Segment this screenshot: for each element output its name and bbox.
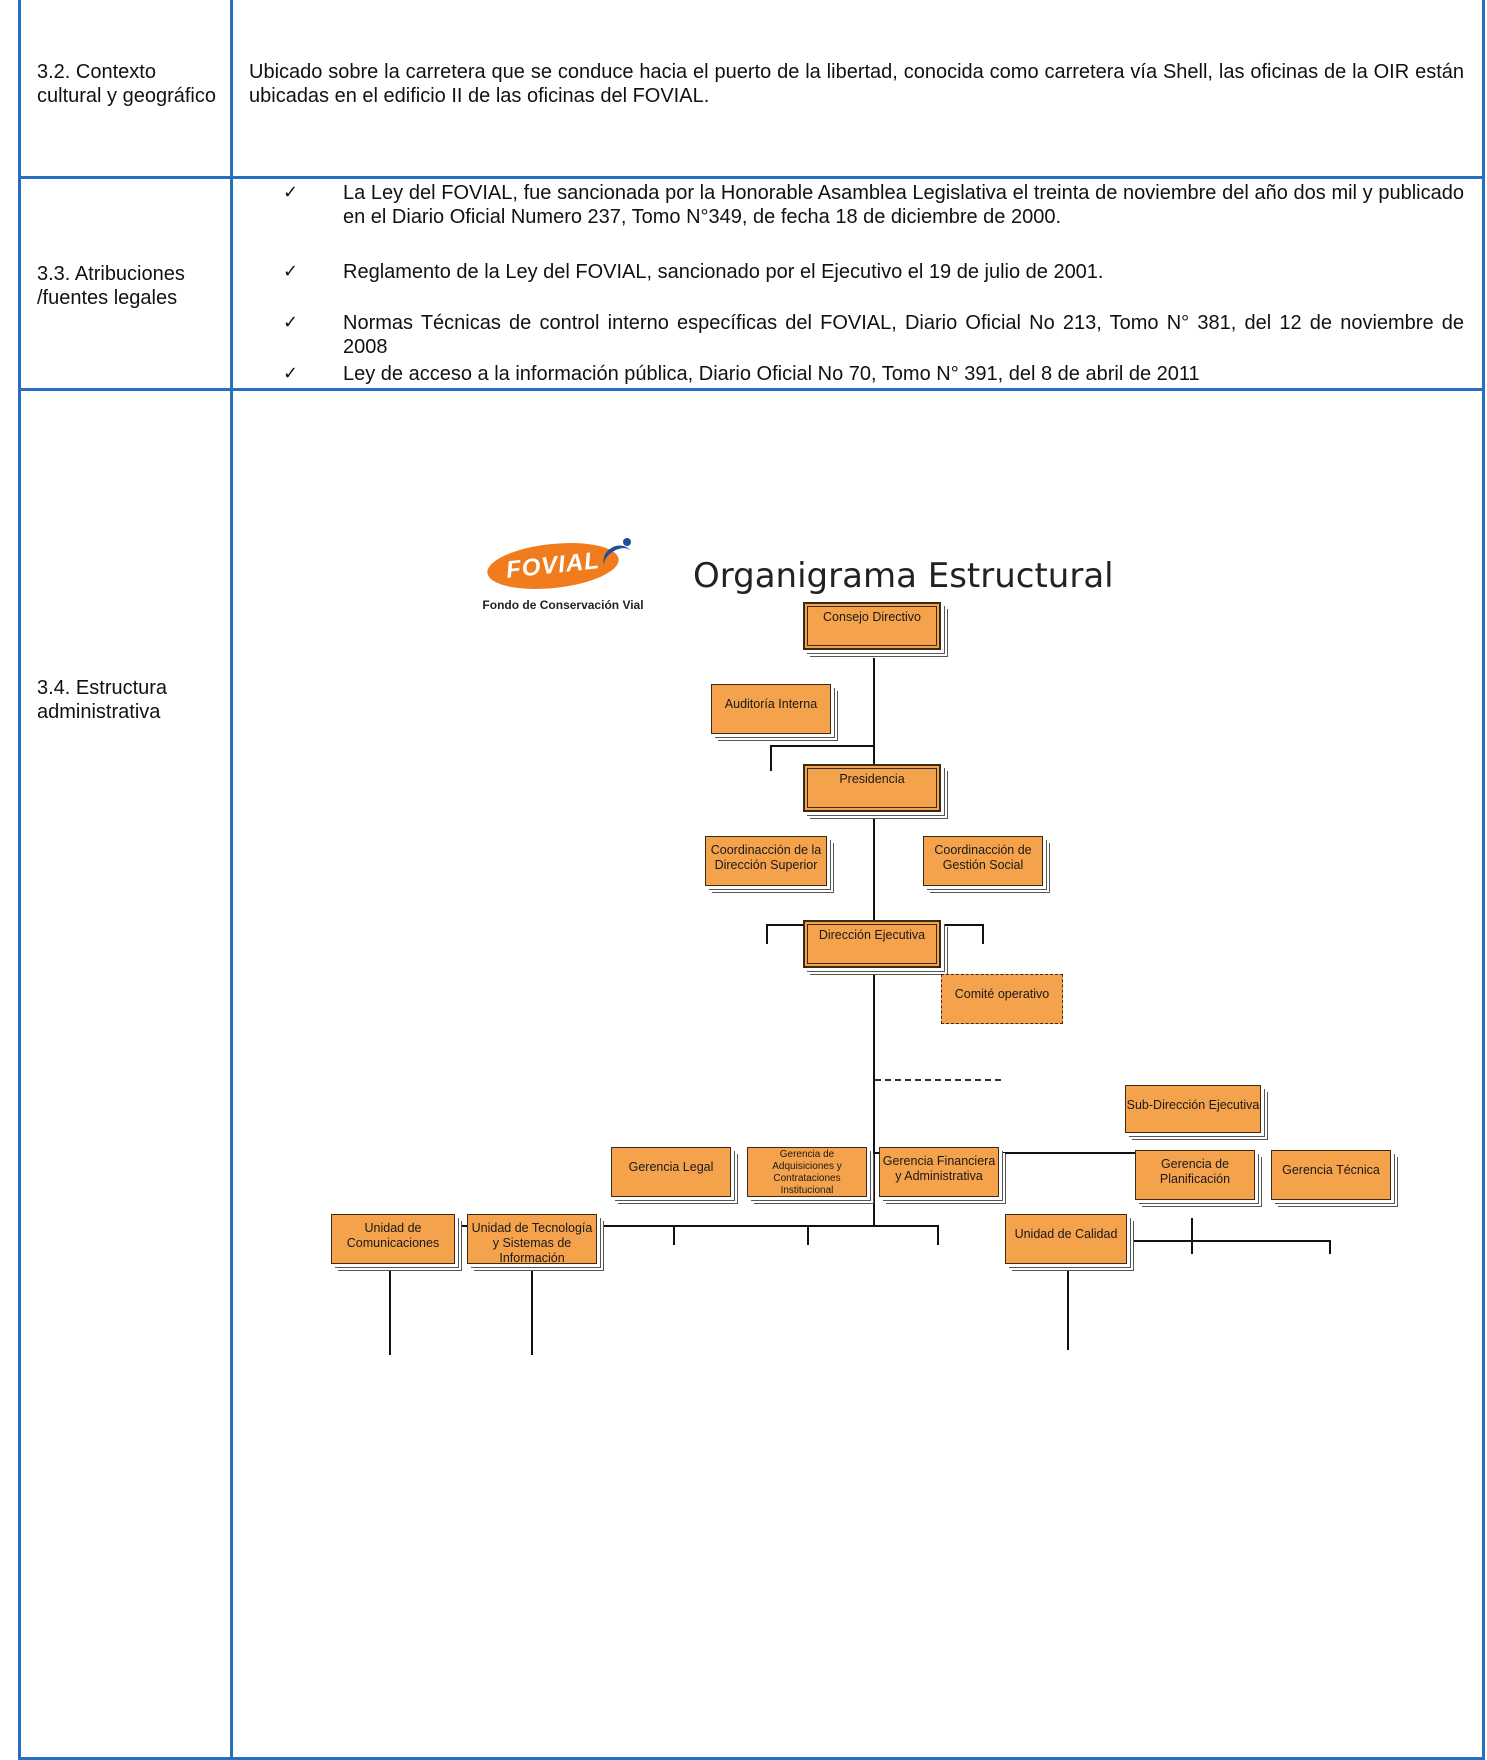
connector-line [937,1225,939,1245]
checkmark-icon: ✓ [283,312,299,333]
node-direccion-ejecutiva: Dirección Ejecutiva [803,920,941,968]
connector-line [982,924,984,944]
list-item: ✓ Ley de acceso a la información pública… [243,362,1464,386]
node-coordinacion-gestion-social: Coordinacción de Gestión Social [923,836,1043,886]
node-gerencia-adquisiciones: Gerencia de Adquisiciones y Contratacion… [747,1147,867,1197]
org-chart-title: Organigrama Estructural [693,556,1114,596]
connector-line [1329,1240,1331,1254]
contexto-text: Ubicado sobre la carretera que se conduc… [249,61,1464,107]
node-auditoria-interna: Auditoría Interna [711,684,831,734]
row-divider [21,388,1482,391]
org-chart: FOVIAL Fondo de Conservación Vial Organi… [233,390,1485,1390]
document-table: 3.2. Contexto cultural y geográfico Ubic… [18,0,1485,1760]
node-unidad-comunicaciones: Unidad de Comunicaciones [331,1214,455,1264]
connector-line [807,1225,809,1245]
node-subdireccion-ejecutiva: Sub-Dirección Ejecutiva [1125,1085,1261,1133]
node-coordinacion-direccion-superior: Coordinacción de la Dirección Superior [705,836,827,886]
legal-source-text: Reglamento de la Ley del FOVIAL, sancion… [343,261,1104,283]
dashed-connector [875,1079,1001,1081]
node-gerencia-legal: Gerencia Legal [611,1147,731,1197]
legal-source-text: La Ley del FOVIAL, fue sancionada por la… [343,182,1464,228]
checkmark-icon: ✓ [283,363,299,384]
list-item: ✓ Normas Técnicas de control interno esp… [243,311,1464,359]
row-divider [21,176,1482,179]
list-item: ✓ La Ley del FOVIAL, fue sancionada por … [243,181,1464,229]
node-presidencia: Presidencia [803,764,941,812]
list-item: ✓ Reglamento de la Ley del FOVIAL, sanci… [243,260,1464,284]
logo-dot [623,538,631,546]
node-gerencia-planificacion: Gerencia de Planificación [1135,1150,1255,1200]
node-gerencia-financiera: Gerencia Financiera y Administrativa [879,1147,999,1197]
node-unidad-tecnologia: Unidad de Tecnología y Sistemas de Infor… [467,1214,597,1265]
connector-line [770,745,772,771]
row-label-atribuciones: 3.3. Atribuciones /fuentes legales [37,263,185,309]
row-label-contexto: 3.2. Contexto cultural y geográfico [37,61,216,107]
logo-text: FOVIAL [504,547,602,584]
column-divider [230,0,233,1757]
node-gerencia-tecnica: Gerencia Técnica [1271,1150,1391,1200]
connector-line [770,745,874,747]
connector-line [766,924,768,944]
connector-line [873,1152,1193,1154]
connector-line [531,1225,533,1355]
logo-subtitle: Fondo de Conservación Vial [482,598,644,612]
connector-line [1191,1218,1193,1240]
connector-line [673,1225,675,1245]
row-label-estructura: 3.4. Estructura administrativa [37,677,168,723]
node-unidad-calidad: Unidad de Calidad [1005,1214,1127,1264]
legal-source-text: Normas Técnicas de control interno espec… [343,312,1464,358]
connector-line [389,1225,939,1227]
connector-line [1067,1240,1331,1242]
connector-line [389,1225,391,1355]
connector-line [1067,1240,1069,1350]
checkmark-icon: ✓ [283,182,299,203]
legal-source-text: Ley de acceso a la información pública, … [343,363,1200,385]
fovial-logo: FOVIAL Fondo de Conservación Vial [463,537,663,624]
connector-line [1191,1240,1193,1254]
logo-oval: FOVIAL [485,537,621,595]
node-comite-operativo: Comité operativo [941,974,1063,1024]
checkmark-icon: ✓ [283,261,299,282]
node-consejo-directivo: Consejo Directivo [803,602,941,650]
